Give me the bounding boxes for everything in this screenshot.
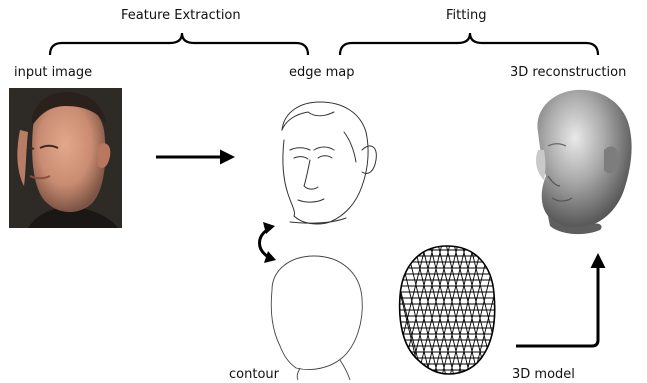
wireframe-head <box>390 244 498 376</box>
input-photo <box>9 88 122 228</box>
arrow-to-reconstruction <box>516 256 598 346</box>
edge-map-drawing <box>282 102 376 224</box>
feature-extraction-brace <box>50 33 308 55</box>
contour-drawing <box>271 256 362 380</box>
fitting-brace <box>340 33 598 55</box>
reconstructed-head <box>536 90 632 234</box>
